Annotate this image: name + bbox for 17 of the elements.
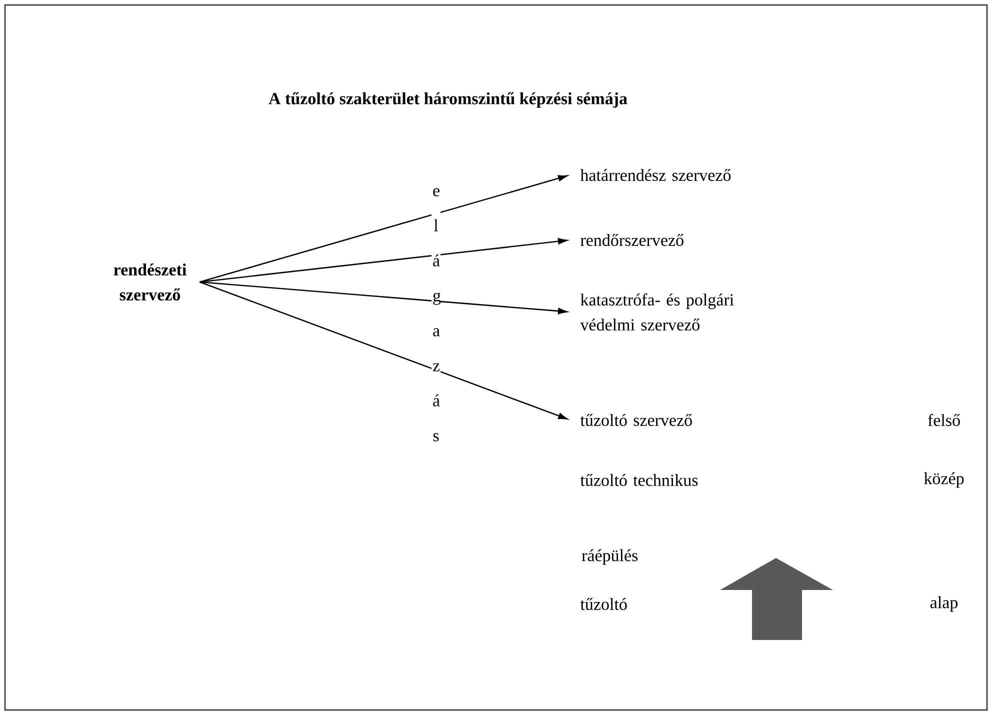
arrow [200,281,568,314]
title: A tűzoltó szakterület háromszintű képzési sémája [268,92,628,108]
level-role: tűzoltó [580,598,627,610]
arrow [200,175,568,283]
level-label: alap [930,596,958,612]
relation-label: ráépülés [582,549,638,565]
role-label: rendőrszervező [580,234,684,246]
source-role: rendészeti szervező [114,264,186,300]
level-label: közép [924,472,964,488]
vertical-label: elágazás [432,160,441,442]
level-role: tűzoltó szervező [580,414,692,426]
role-label: katasztrófa- és polgári védelmi szervező [580,293,734,331]
level-label: felső [928,414,960,426]
level-role: tűzoltó technikus [580,474,698,486]
arrow [200,238,568,283]
role-label: határrendész szervező [580,169,731,181]
arrow [199,281,568,420]
